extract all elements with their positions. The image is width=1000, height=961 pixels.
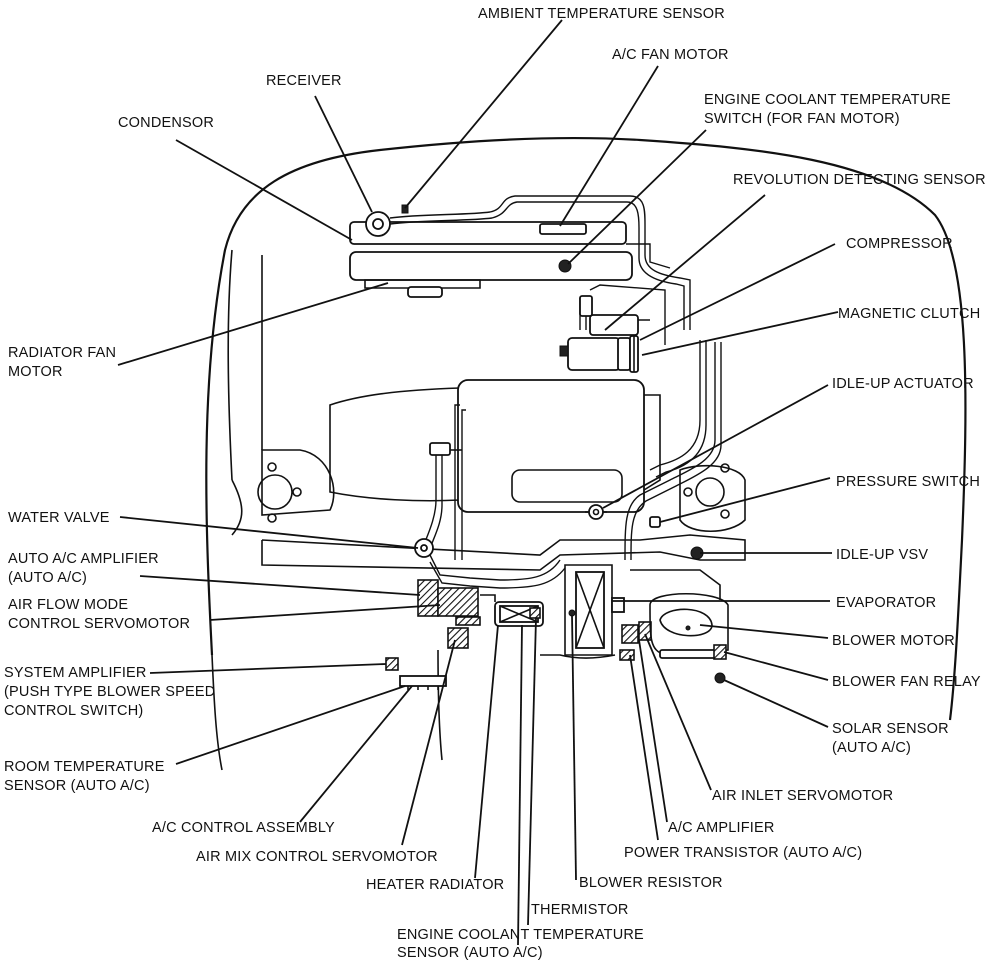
compressor-group: [559, 295, 639, 373]
pressure-switch-part: [649, 516, 661, 528]
label-ambient-temperature-sensor: AMBIENT TEMPERATURE SENSOR: [478, 6, 725, 22]
label-air-mix-control-servomotor: AIR MIX CONTROL SERVOMOTOR: [196, 849, 438, 865]
idle-up-actuator-part: [585, 504, 607, 520]
label-ac-fan-motor: A/C FAN MOTOR: [612, 47, 729, 63]
label-ac-amplifier: A/C AMPLIFIER: [668, 820, 775, 836]
leader-lines: [117, 19, 839, 946]
label-air-inlet-servomotor: AIR INLET SERVOMOTOR: [712, 788, 893, 804]
label-compressor: COMPRESSOR: [846, 236, 953, 252]
label-evaporator: EVAPORATOR: [836, 595, 936, 611]
labels: AMBIENT TEMPERATURE SENSOR A/C FAN MOTOR…: [4, 6, 986, 961]
label-thermistor: THERMISTOR: [531, 902, 629, 918]
label-revolution-detecting-sensor: REVOLUTION DETECTING SENSOR: [733, 172, 986, 188]
label-system-amplifier-line-1: SYSTEM AMPLIFIER: [4, 665, 147, 681]
label-solar-sensor-line-1: SOLAR SENSOR: [832, 721, 949, 737]
label-engine-coolant-temp-sensor-line-2: SENSOR (AUTO A/C): [397, 945, 543, 961]
left-small-components: [385, 657, 447, 690]
engine-block: [329, 379, 661, 513]
label-system-amplifier-line-3: CONTROL SWITCH): [4, 703, 143, 719]
label-power-transistor: POWER TRANSISTOR (AUTO A/C): [624, 845, 862, 861]
label-air-flow-mode-servo-line-1: AIR FLOW MODE: [8, 597, 128, 613]
label-condensor-line-1: CONDENSOR: [118, 115, 214, 131]
label-idle-up-vsv: IDLE-UP VSV: [836, 547, 928, 563]
label-engine-coolant-temp-switch-line-2: SWITCH (FOR FAN MOTOR): [704, 111, 900, 127]
label-engine-coolant-temp-switch-line-1: ENGINE COOLANT TEMPERATURE: [704, 92, 951, 108]
label-pressure-switch: PRESSURE SWITCH: [836, 474, 980, 490]
hvac-unit: [417, 564, 729, 684]
condensor-assembly: [349, 204, 633, 298]
label-radiator-fan-motor-line-2: MOTOR: [8, 364, 63, 380]
label-blower-motor: BLOWER MOTOR: [832, 633, 955, 649]
label-ac-control-assembly: A/C CONTROL ASSEMBLY: [152, 820, 335, 836]
firewall-cowl: [261, 534, 746, 600]
label-radiator-fan-motor-line-1: RADIATOR FAN: [8, 345, 116, 361]
label-auto-ac-amplifier-line-2: (AUTO A/C): [8, 570, 87, 586]
label-magnetic-clutch: MAGNETIC CLUTCH: [838, 306, 980, 322]
label-engine-coolant-temp-sensor-line-1: ENGINE COOLANT TEMPERATURE: [397, 927, 644, 943]
label-system-amplifier-line-2: (PUSH TYPE BLOWER SPEED: [4, 684, 215, 700]
label-water-valve: WATER VALVE: [8, 510, 110, 526]
label-blower-resistor: BLOWER RESISTOR: [579, 875, 723, 891]
label-heater-radiator: HEATER RADIATOR: [366, 877, 504, 893]
label-room-temp-sensor-line-2: SENSOR (AUTO A/C): [4, 778, 150, 794]
label-blower-fan-relay: BLOWER FAN RELAY: [832, 674, 981, 690]
label-solar-sensor-line-2: (AUTO A/C): [832, 740, 911, 756]
label-room-temp-sensor-line-1: ROOM TEMPERATURE: [4, 759, 165, 775]
label-receiver: RECEIVER: [266, 73, 342, 89]
label-idle-up-actuator: IDLE-UP ACTUATOR: [832, 376, 974, 392]
label-air-flow-mode-servo-line-2: CONTROL SERVOMOTOR: [8, 616, 190, 632]
heater-hoses: [414, 404, 566, 589]
right-strut-mount: [679, 463, 746, 532]
vehicle-body-outline: [205, 136, 967, 771]
label-auto-ac-amplifier-line-1: AUTO A/C AMPLIFIER: [8, 551, 159, 567]
left-strut-mount: [257, 449, 335, 523]
